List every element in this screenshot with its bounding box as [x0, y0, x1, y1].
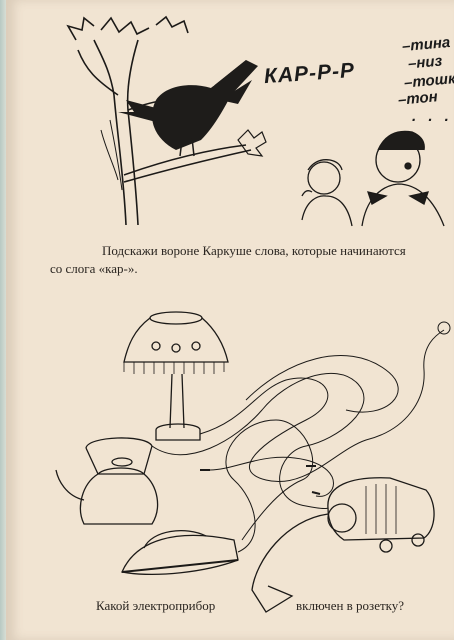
table-lamp-illustration — [123, 311, 229, 441]
iron-illustration — [121, 530, 239, 576]
ending-4: –тон — [397, 88, 439, 109]
question-left: Какой электроприбор — [96, 598, 216, 613]
tangled-cords — [151, 321, 451, 553]
book-spine — [0, 0, 6, 640]
tree-illustration — [66, 15, 267, 226]
question-right: включен в розетку? — [296, 598, 405, 613]
ending-ellipsis: . . . . — [412, 108, 454, 125]
ending-2: –низ — [407, 52, 443, 73]
children-illustration — [301, 130, 445, 227]
book-page: КАР-Р-Р –тина –низ –тошка –тон . . . . П… — [6, 0, 454, 640]
task-line-1: Подскажи вороне Каркуше слова, которые н… — [102, 243, 406, 258]
task-paragraph: Подскажи вороне Каркуше слова, которые н… — [50, 242, 454, 278]
kettle-illustration — [55, 437, 159, 525]
illustration-canvas — [55, 15, 451, 613]
task-line-2: со слога «кар-». — [50, 261, 138, 276]
vacuum-cleaner-illustration — [251, 477, 435, 613]
crow-illustration — [118, 60, 258, 157]
